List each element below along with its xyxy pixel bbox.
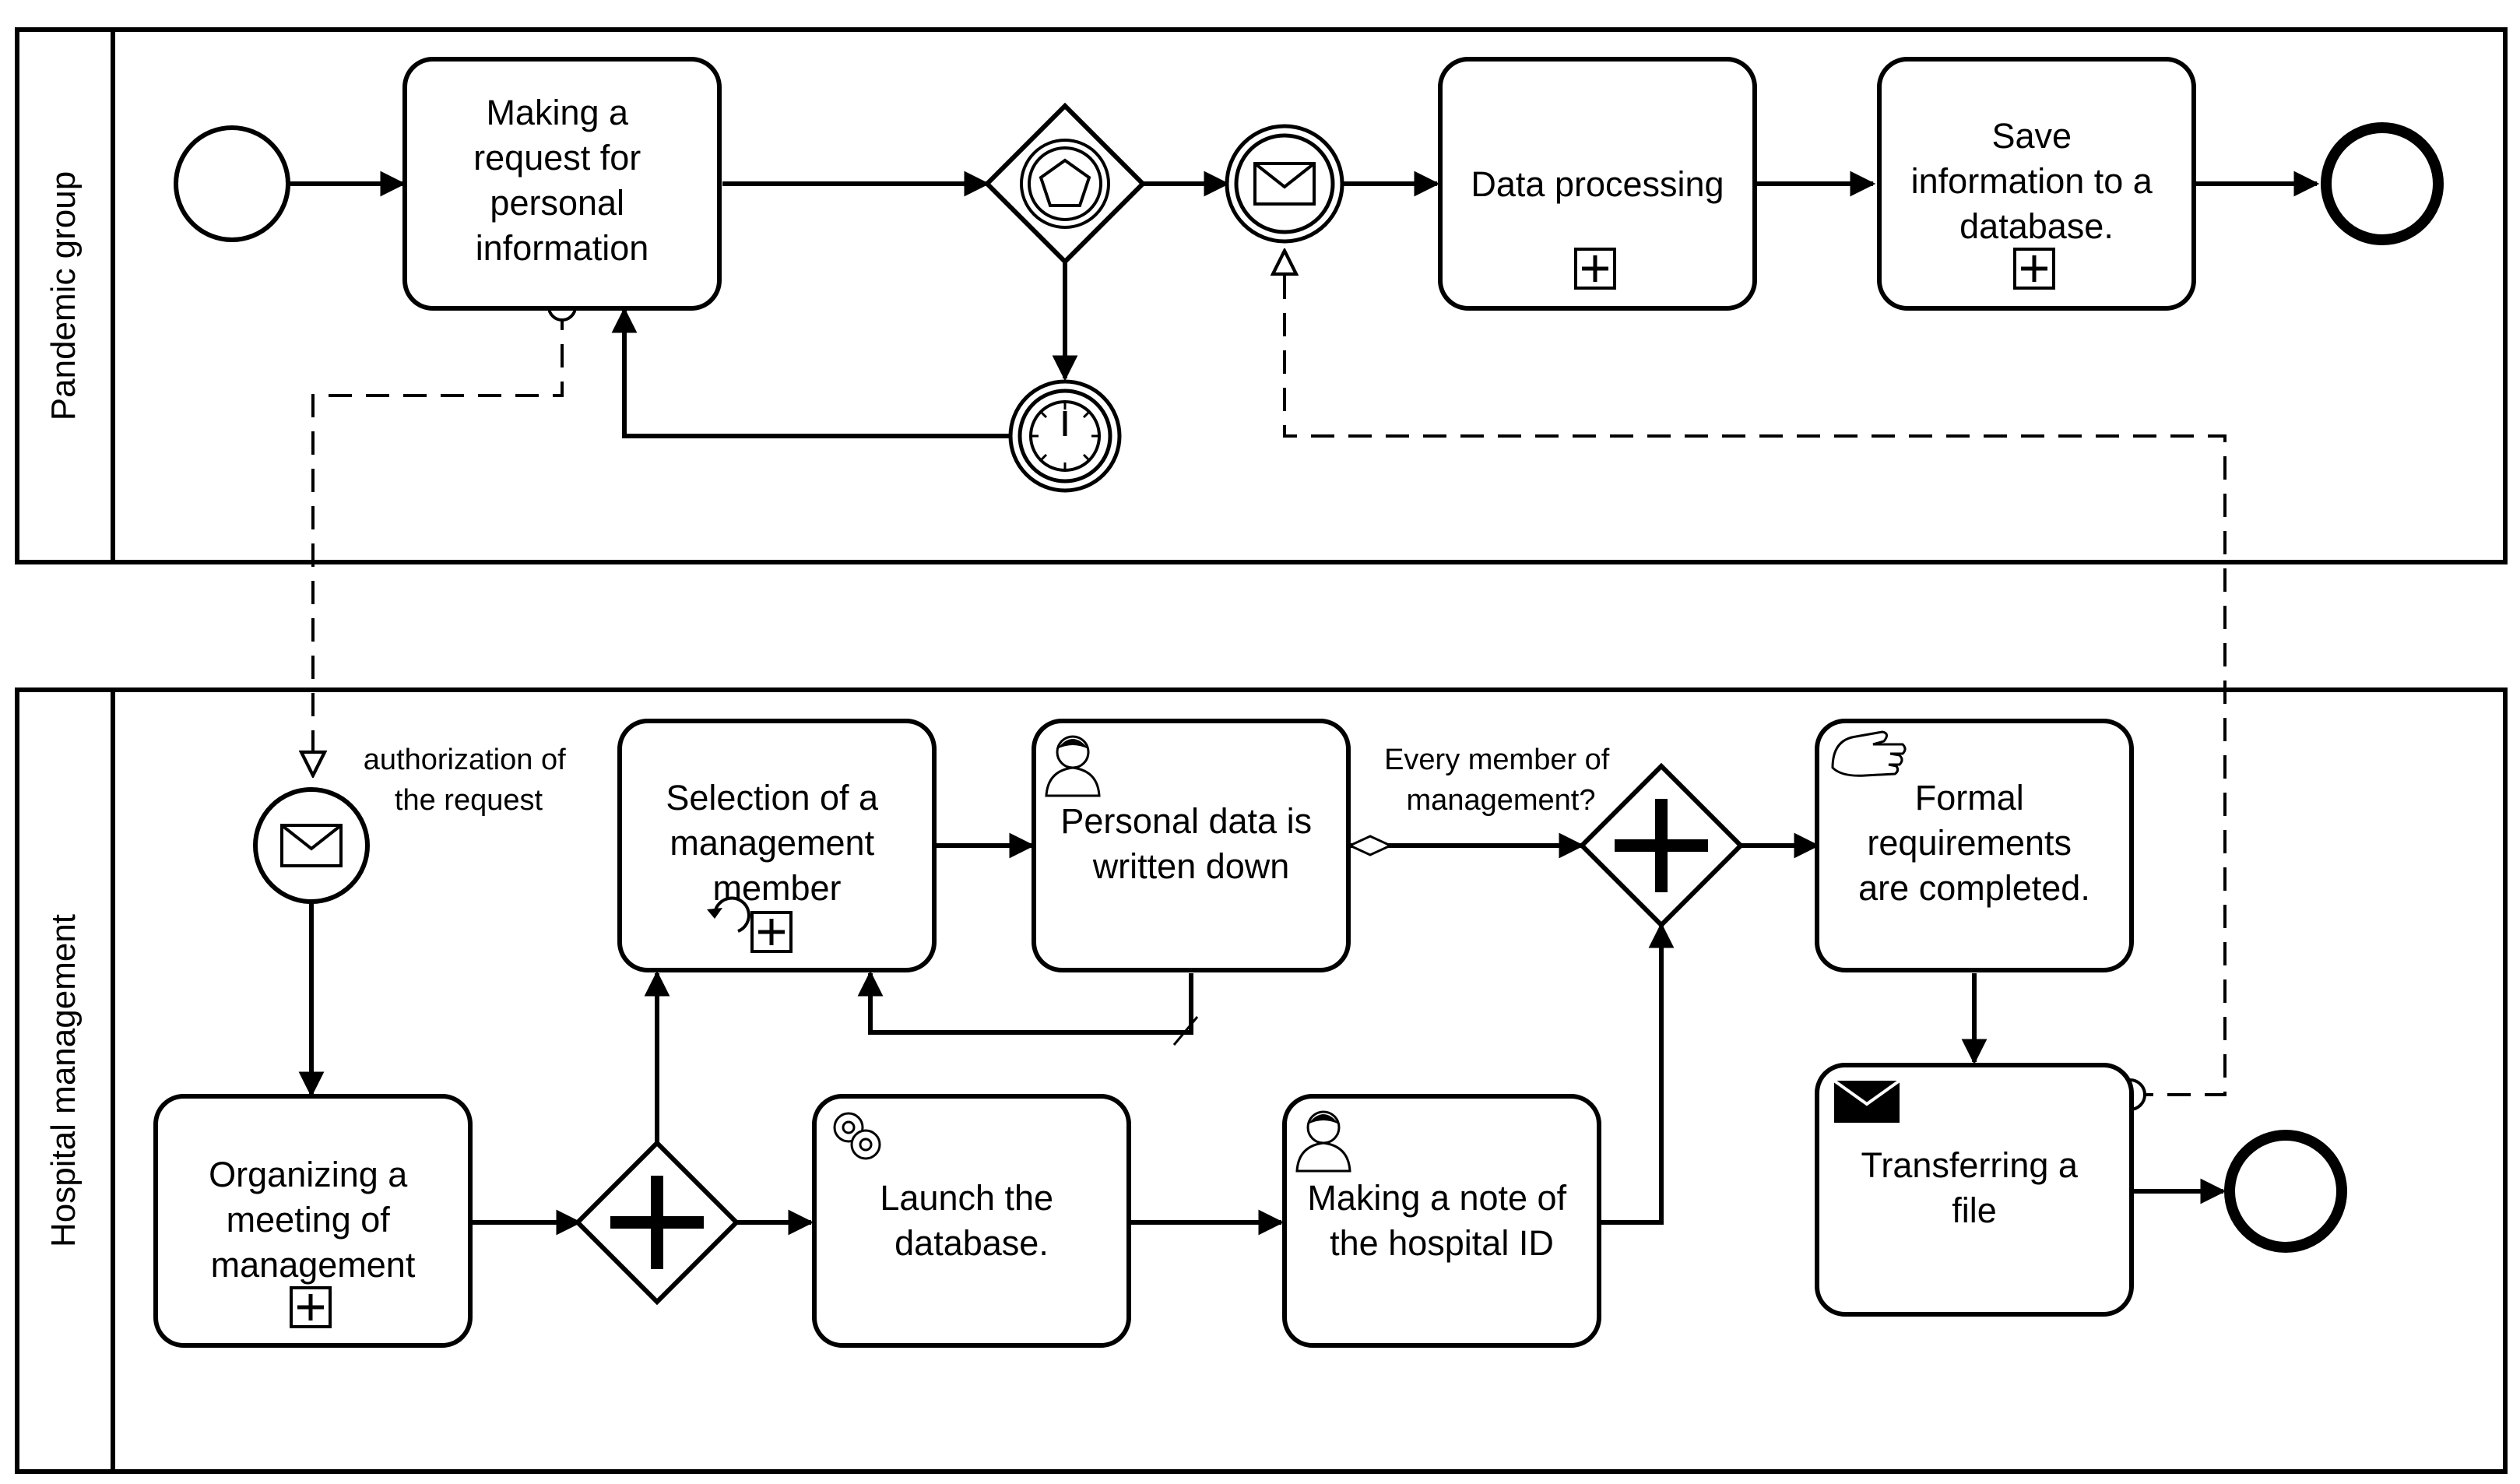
task-launch-database[interactable]: Launch the database.: [812, 1094, 1131, 1348]
task-personal-data[interactable]: Personal data is written down: [1032, 719, 1351, 972]
task-making-request[interactable]: Making a request for personal informatio…: [402, 57, 722, 311]
task-label: Organizing a meeting of management: [209, 1155, 417, 1285]
end-event-pandemic[interactable]: [2321, 122, 2444, 245]
sequence-flows-hospital: [298, 832, 2227, 1236]
parallel-gateway-icon[interactable]: [574, 1139, 740, 1306]
task-label: Making a note of the hospital ID: [1307, 1178, 1576, 1263]
task-data-processing[interactable]: Data processing: [1438, 57, 1757, 311]
task-label: Data processing: [1471, 164, 1724, 204]
annotation-every-member: Every member of management?: [1384, 744, 1618, 817]
task-label: Launch the database.: [880, 1178, 1063, 1263]
send-task-icon: [1833, 1079, 1901, 1123]
task-save-information[interactable]: Save information to a database.: [1877, 57, 2196, 311]
service-task-icon: [833, 1112, 881, 1160]
subprocess-marker-icon: [750, 911, 793, 953]
pool-label: Pandemic group: [44, 171, 83, 420]
task-label: Formal requirements are completed.: [1858, 778, 2090, 908]
task-note-hospital-id[interactable]: Making a note of the hospital ID: [1282, 1094, 1601, 1348]
user-task-icon: [1045, 735, 1101, 797]
sequence-flows-pandemic: [288, 171, 2320, 438]
message-start-event-icon[interactable]: [253, 787, 370, 904]
pool-label: Hospital management: [44, 914, 83, 1247]
subprocess-marker-icon: [290, 1286, 332, 1328]
timer-event-icon[interactable]: [1008, 379, 1122, 493]
task-label: Transferring a file: [1861, 1145, 2088, 1230]
manual-task-icon: [1831, 730, 1907, 777]
annotation-authorization: authorization of the request: [364, 744, 574, 817]
task-label: Personal data is written down: [1060, 801, 1321, 886]
task-selection-member[interactable]: Selection of a management member: [617, 719, 937, 972]
task-label: Selection of a management member: [666, 778, 887, 908]
task-formal-requirements[interactable]: Formal requirements are completed.: [1815, 719, 2134, 972]
task-label: Making a request for personal informatio…: [473, 93, 651, 268]
message-event-icon[interactable]: [1225, 124, 1344, 244]
task-transferring-file[interactable]: Transferring a file: [1815, 1063, 2134, 1317]
subprocess-marker-icon: [2013, 248, 2055, 290]
start-event[interactable]: [174, 125, 290, 242]
task-label: Save information to a database.: [1911, 116, 2163, 246]
loop-marker-icon: [707, 896, 750, 933]
task-organizing-meeting[interactable]: Organizing a meeting of management: [153, 1094, 473, 1348]
end-event-hospital[interactable]: [2224, 1130, 2347, 1253]
event-based-gateway-icon[interactable]: [983, 102, 1147, 266]
user-task-icon: [1295, 1110, 1351, 1173]
parallel-gateway-icon[interactable]: [1578, 762, 1745, 929]
subprocess-marker-icon: [1574, 248, 1616, 290]
